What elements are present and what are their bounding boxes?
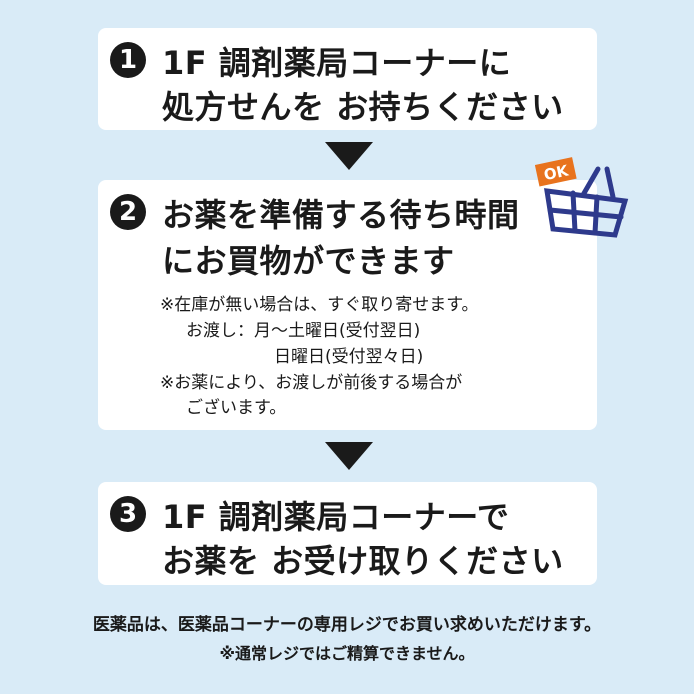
step-3-line-2: お薬を お受け取りください	[162, 542, 564, 580]
step-2-box: 2 お薬を準備する待ち時間 にお買物ができます ※在庫が無い場合は、すぐ取り寄せ…	[98, 180, 597, 430]
footer-note-2: ※通常レジではご精算できません。	[219, 644, 475, 663]
note-delivery-sunday: 日曜日(受付翌々日)	[274, 347, 424, 367]
step-1-line-2: 処方せんを お持ちください	[162, 88, 564, 126]
down-arrow-icon	[325, 142, 373, 170]
step-2-line-2: にお買物ができます	[162, 242, 455, 280]
step-1-box: 1 1F 調剤薬局コーナーに 処方せんを お持ちください	[98, 28, 597, 130]
note-timing: ※お薬により、お渡しが前後する場合が	[160, 373, 463, 393]
down-arrow-icon	[325, 442, 373, 470]
step-3-line-1: 1F 調剤薬局コーナーで	[162, 498, 510, 536]
shopping-basket-icon: OK	[535, 157, 629, 238]
step-2-line-1: お薬を準備する待ち時間	[162, 196, 520, 234]
ok-badge	[535, 157, 577, 187]
footer-note-1: 医薬品は、医薬品コーナーの専用レジでお買い求めいただけます。	[92, 615, 602, 635]
step-3-box: 3 1F 調剤薬局コーナーで お薬を お受け取りください	[98, 482, 597, 585]
step-number: 2	[110, 194, 146, 230]
step-number: 3	[110, 496, 146, 532]
step-1-line-1: 1F 調剤薬局コーナーに	[162, 44, 512, 82]
step-number: 1	[110, 42, 146, 78]
note-timing-cont: ございます。	[186, 398, 287, 418]
note-delivery-weekday: お渡し：月～土曜日(受付翌日)	[186, 321, 421, 341]
note-stock: ※在庫が無い場合は、すぐ取り寄せます。	[160, 295, 479, 315]
svg-text:OK: OK	[542, 161, 571, 184]
